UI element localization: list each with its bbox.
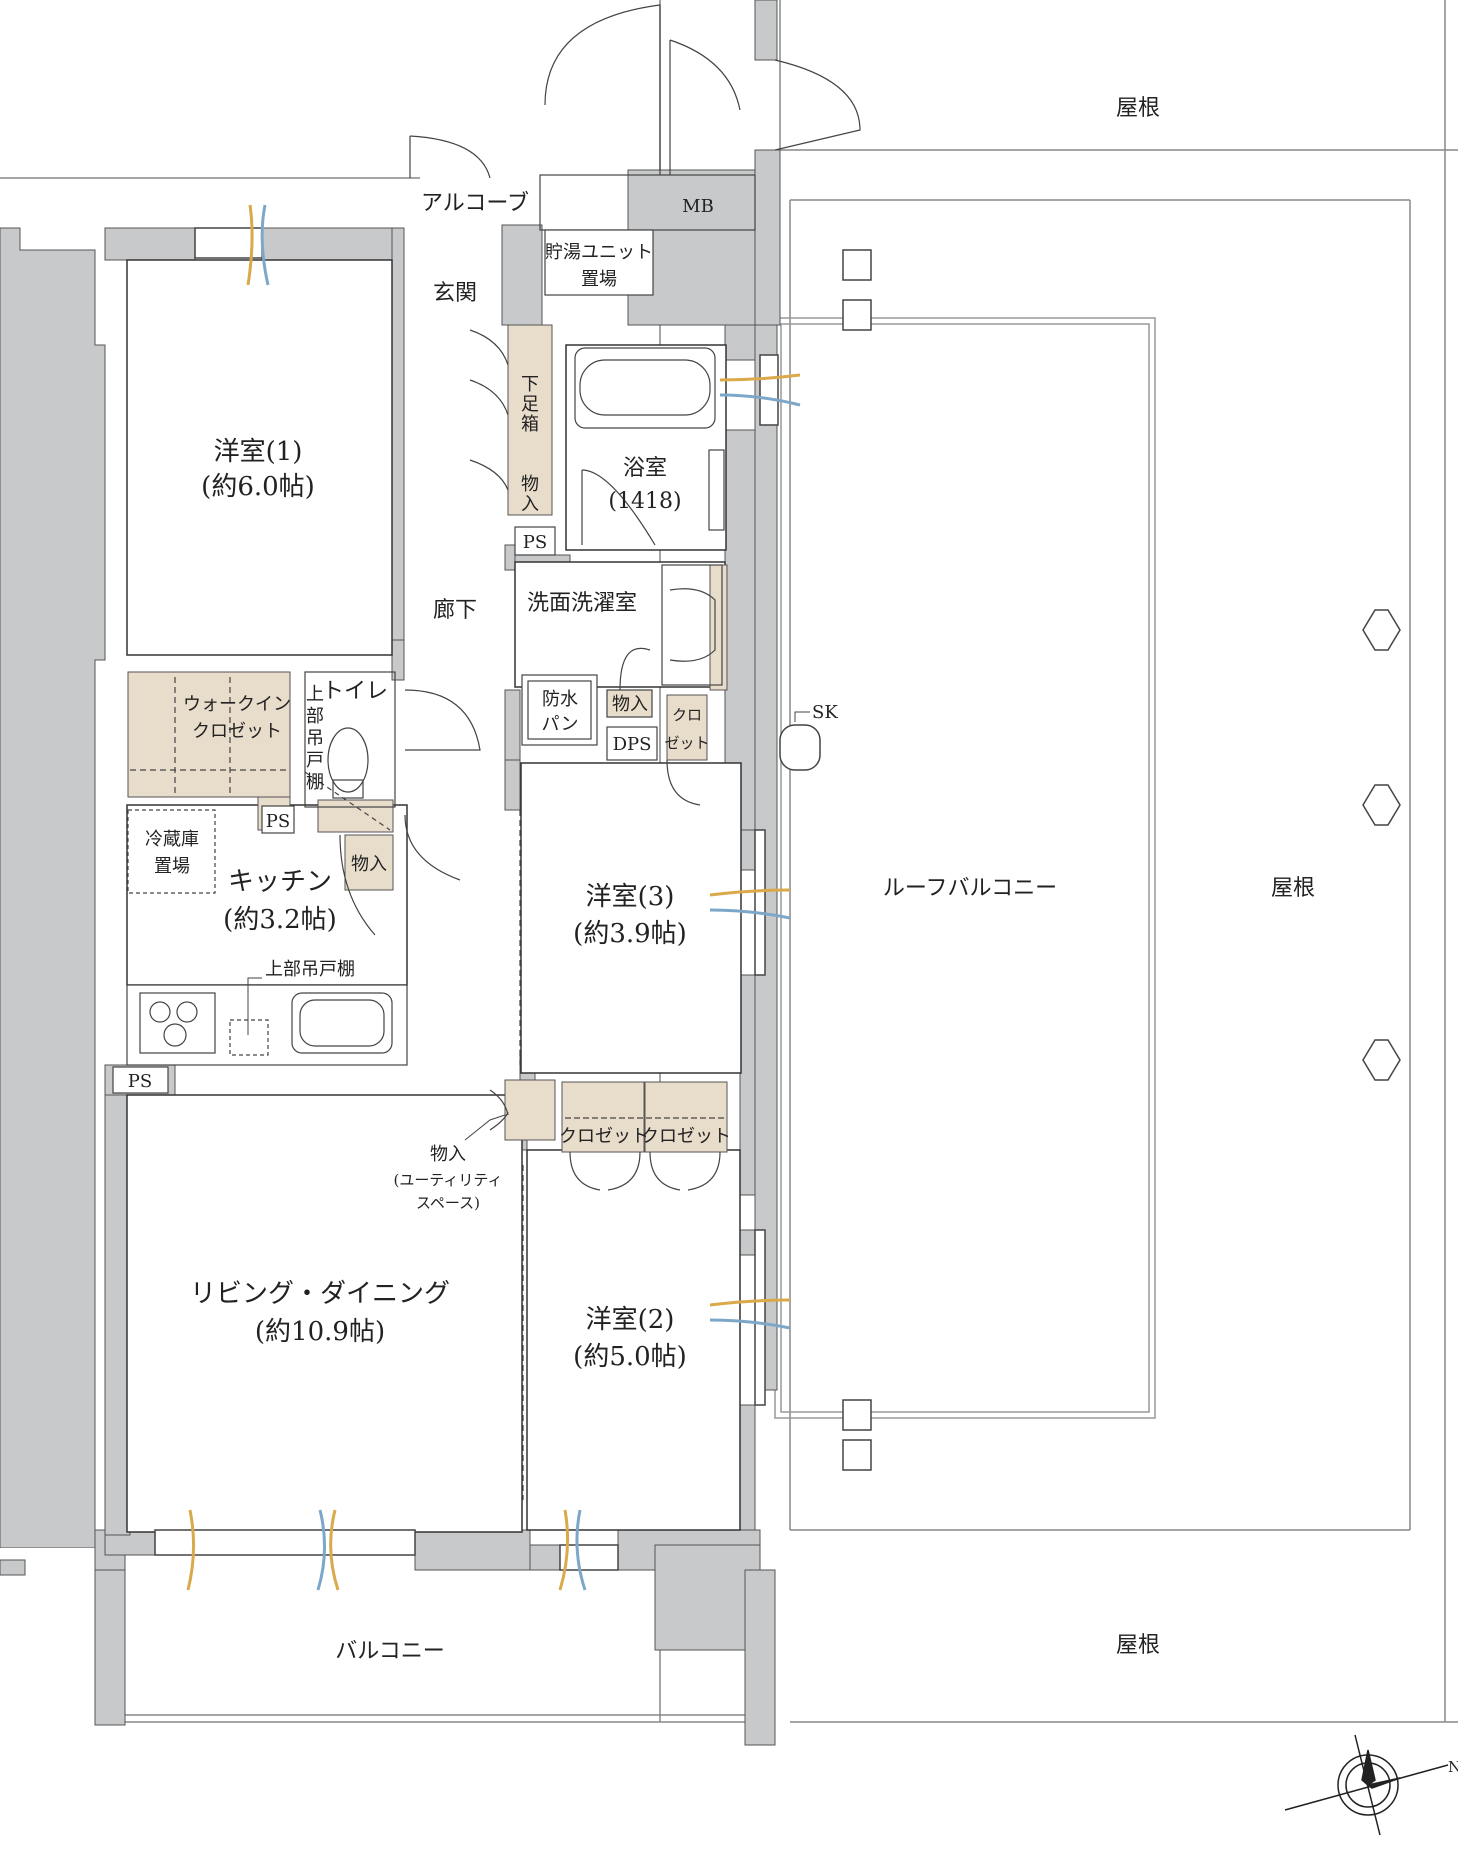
room-western2	[526, 1149, 741, 1531]
label-roof-top: 屋根	[1116, 96, 1160, 121]
label-ld-name: リビング・ダイニング	[190, 1279, 450, 1309]
label-shelf-v-4: 戸	[306, 750, 324, 771]
label-waterproof-1: 防水	[542, 689, 578, 710]
label-utility-2: (ユーティリティ	[393, 1171, 502, 1189]
room-bath	[565, 344, 727, 551]
storage-fills	[127, 324, 728, 1153]
label-shoebox-1: 下	[521, 374, 539, 395]
label-toilet: トイレ	[322, 679, 388, 704]
label-shoebox-2: 足	[521, 394, 539, 415]
walkin-closet	[127, 671, 291, 798]
doors	[339, 4, 861, 1131]
room-ld	[126, 1094, 523, 1533]
label-roof-balcony: ルーフバルコニー	[883, 876, 1057, 901]
ps-box3	[112, 1066, 169, 1094]
label-shelf-v-1: 上	[306, 684, 324, 705]
label-shoebox-3: 箱	[521, 414, 539, 435]
label-fridge-1: 冷蔵庫	[145, 829, 199, 850]
label-fridge-2: 置場	[154, 856, 190, 877]
label-kitchen-name: キッチン	[228, 867, 332, 897]
label-roof-right: 屋根	[1271, 876, 1315, 901]
rooms-bg	[126, 259, 742, 1533]
label-storage-v-2: 入	[521, 494, 539, 515]
label-bath-size: (1418)	[608, 489, 681, 514]
label-dps: DPS	[613, 734, 652, 755]
label-entrance: 玄関	[433, 281, 477, 306]
roof-balcony-outline	[774, 317, 1156, 1419]
room-western3	[520, 762, 742, 1074]
label-western2-name: 洋室(2)	[586, 1305, 675, 1335]
fixture-lines	[112, 174, 756, 1500]
label-waterproof-2: パン	[542, 714, 579, 735]
label-kitchen-size: (約3.2帖)	[223, 905, 337, 935]
shoe-box	[507, 324, 553, 516]
label-hall: 廊下	[433, 598, 477, 623]
label-walkin-2: クロゼット	[192, 721, 282, 742]
dps-box	[606, 726, 658, 761]
label-mb: MB	[682, 196, 714, 217]
label-upper-shelf: 上部吊戸棚	[265, 959, 355, 980]
label-roof-bottom: 屋根	[1116, 1633, 1160, 1658]
label-ps1: PS	[523, 532, 547, 553]
label-utility-1: 物入	[430, 1144, 466, 1165]
waterproof-pan	[521, 674, 598, 746]
label-water-heater-1: 貯湯ユニット	[545, 242, 653, 263]
ps-box1	[514, 526, 556, 556]
compass	[1284, 1734, 1449, 1836]
label-shelf-v-3: 吊	[306, 728, 324, 749]
label-storage-v-1: 物	[521, 474, 539, 495]
label-ps2: PS	[266, 811, 290, 832]
room-washroom	[514, 561, 726, 688]
roof-fixtures	[779, 249, 1401, 1471]
label-western3-name: 洋室(3)	[586, 882, 675, 912]
ps-box2	[261, 805, 295, 834]
label-western3-size: (約3.9帖)	[573, 919, 687, 949]
label-walkin-1: ウォークイン	[183, 694, 291, 715]
label-balcony: バルコニー	[335, 1639, 445, 1664]
label-ps3: PS	[128, 1071, 152, 1092]
label-closet1: クロゼット	[559, 1126, 649, 1147]
leader-lines	[247, 711, 810, 1141]
label-western2-size: (約5.0帖)	[573, 1342, 687, 1372]
label-utility-3: スペース)	[416, 1194, 480, 1212]
label-alcove: アルコーブ	[421, 191, 529, 216]
label-washroom: 洗面洗濯室	[527, 591, 637, 616]
label-closet-small-1: クロ	[672, 706, 702, 724]
label-western1-size: (約6.0帖)	[201, 472, 315, 502]
water-heater-box	[544, 229, 654, 296]
label-closet2: クロゼット	[641, 1126, 731, 1147]
label-sk: SK	[812, 702, 838, 723]
air-flow	[186, 204, 801, 1591]
label-shelf-v-2: 部	[306, 706, 324, 727]
label-storage-h2: 物入	[351, 854, 387, 875]
label-storage-h: 物入	[612, 694, 648, 715]
label-shelf-v-5: 棚	[306, 772, 324, 793]
label-closet-small-2: ゼット	[664, 734, 709, 752]
room-western1	[126, 259, 393, 656]
label-water-heater-2: 置場	[581, 269, 617, 290]
label-ld-size: (約10.9帖)	[255, 1317, 385, 1347]
label-bath-name: 浴室	[623, 456, 667, 481]
label-western1-name: 洋室(1)	[214, 437, 303, 467]
compass-north: N	[1448, 1758, 1458, 1776]
